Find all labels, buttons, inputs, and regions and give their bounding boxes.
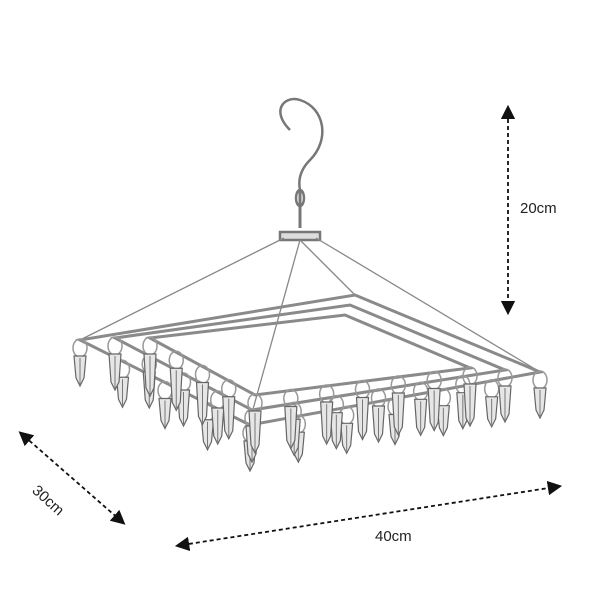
clothespin bbox=[318, 384, 335, 446]
clothespin bbox=[370, 388, 387, 444]
width-arrow bbox=[174, 480, 563, 552]
clothespin bbox=[283, 388, 299, 450]
clothespin bbox=[435, 387, 452, 438]
dimension-arrows bbox=[18, 104, 563, 552]
clothespin bbox=[194, 364, 211, 426]
clothespin bbox=[426, 370, 442, 432]
height-label: 20cm bbox=[520, 200, 557, 217]
clothespin bbox=[72, 338, 88, 388]
clothespin bbox=[199, 402, 216, 452]
clothespin bbox=[107, 336, 123, 392]
clothespin bbox=[412, 381, 429, 437]
clothespins bbox=[72, 336, 548, 473]
clothespin bbox=[338, 405, 355, 455]
clothespin bbox=[157, 380, 173, 430]
clothespin bbox=[247, 393, 263, 455]
width-label: 40cm bbox=[375, 528, 412, 545]
hook bbox=[278, 97, 324, 242]
suspension-wires bbox=[79, 237, 541, 421]
clothespin bbox=[221, 379, 237, 441]
clothespin bbox=[168, 350, 184, 412]
clothespin bbox=[497, 368, 513, 424]
depth-arrow bbox=[18, 431, 126, 525]
clothespin bbox=[210, 390, 226, 446]
clothespin bbox=[532, 370, 548, 420]
clothespin bbox=[483, 379, 500, 429]
clothespin bbox=[354, 379, 371, 441]
clothespin bbox=[390, 375, 407, 437]
clothespin bbox=[462, 366, 478, 428]
clothespin bbox=[142, 336, 158, 398]
